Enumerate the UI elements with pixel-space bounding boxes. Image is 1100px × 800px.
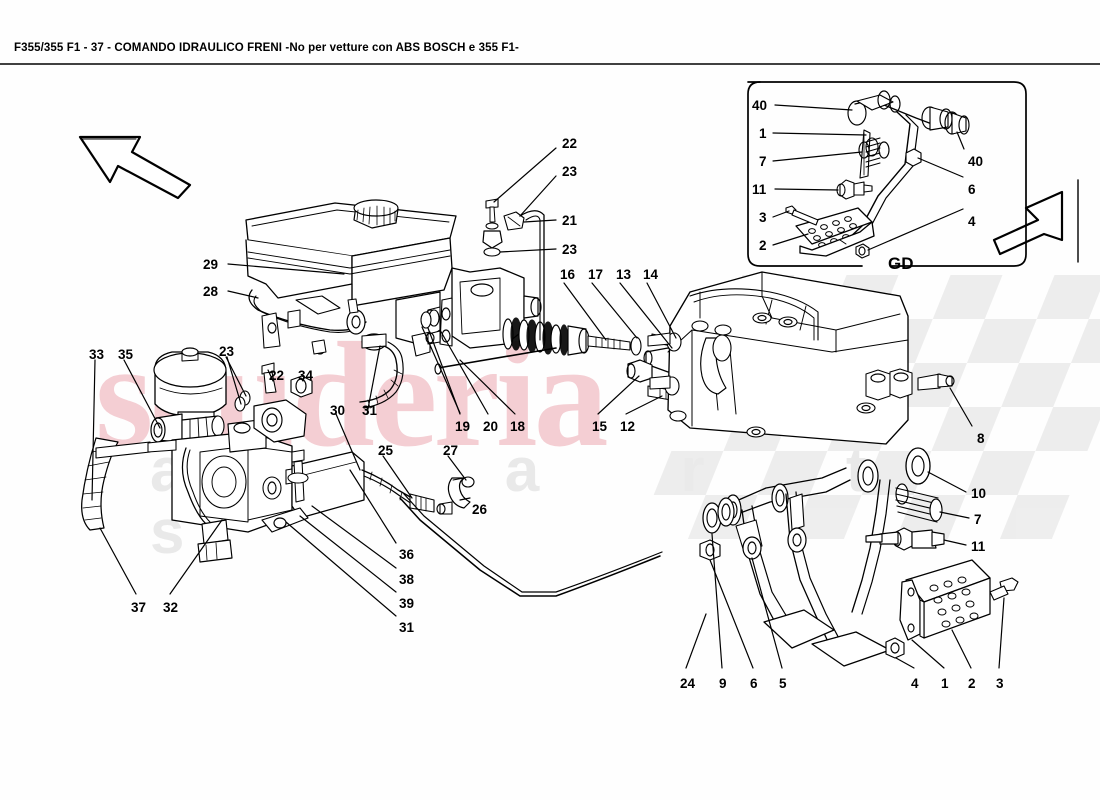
callout-number-6: 6 xyxy=(750,676,758,691)
callout-number-36: 36 xyxy=(399,547,415,562)
callout-number-29: 29 xyxy=(203,257,219,272)
callout-number-17: 17 xyxy=(588,267,604,282)
callout-number-3: 3 xyxy=(996,676,1004,691)
callout-number-8: 8 xyxy=(977,431,985,446)
callout-number-26: 26 xyxy=(472,502,488,517)
callout-number-21: 21 xyxy=(562,213,578,228)
callout-number-19: 19 xyxy=(455,419,471,434)
callout-number-7: 7 xyxy=(974,512,982,527)
callout-number-37: 37 xyxy=(131,600,147,615)
callout-number-27: 27 xyxy=(443,443,459,458)
callout-number-40: 40 xyxy=(968,154,984,169)
reservoir-hose-loop xyxy=(248,289,367,355)
lower-brake-pipe xyxy=(359,333,404,409)
callout-number-13: 13 xyxy=(616,267,632,282)
brake-fluid-reservoir xyxy=(245,199,457,357)
callout-number-3: 3 xyxy=(759,210,767,225)
page-title: F355/355 F1 - 37 - COMANDO IDRAULICO FRE… xyxy=(14,42,519,54)
callout-number-34: 34 xyxy=(298,368,314,383)
callout-number-22: 22 xyxy=(562,136,578,151)
callout-number-23: 23 xyxy=(562,164,578,179)
callout-number-12: 12 xyxy=(620,419,636,434)
inset-leader-lines xyxy=(772,104,965,251)
diagram-title-bar: F355/355 F1 - 37 - COMANDO IDRAULICO FRE… xyxy=(0,40,1100,62)
pedal-assembly xyxy=(699,447,1019,667)
callout-number-22: 22 xyxy=(269,368,285,383)
callout-number-6: 6 xyxy=(968,182,976,197)
callout-number-10: 10 xyxy=(971,486,987,501)
callout-number-28: 28 xyxy=(203,284,219,299)
callout-number-15: 15 xyxy=(592,419,608,434)
callout-number-20: 20 xyxy=(483,419,499,434)
callout-number-11: 11 xyxy=(971,539,986,554)
callout-number-23: 23 xyxy=(219,344,235,359)
callout-number-31: 31 xyxy=(399,620,415,635)
callout-number-18: 18 xyxy=(510,419,526,434)
callout-number-11: 11 xyxy=(752,182,767,197)
callout-number-30: 30 xyxy=(330,403,346,418)
callout-number-38: 38 xyxy=(399,572,415,587)
callout-number-16: 16 xyxy=(560,267,576,282)
inset-variant-code: GD xyxy=(888,254,914,273)
bleed-screw-assembly xyxy=(482,198,545,341)
arrow-right-icon xyxy=(992,190,1064,256)
callout-number-4: 4 xyxy=(968,214,976,229)
callout-number-2: 2 xyxy=(968,676,976,691)
callout-number-9: 9 xyxy=(719,676,727,691)
arrow-upper-left-icon xyxy=(78,135,192,200)
callout-number-25: 25 xyxy=(378,443,394,458)
callout-number-14: 14 xyxy=(643,267,659,282)
callout-number-24: 24 xyxy=(680,676,696,691)
long-brake-pipe-24 xyxy=(399,493,663,597)
abs-pump-group xyxy=(81,347,365,563)
callout-number-39: 39 xyxy=(399,596,415,611)
callout-number-33: 33 xyxy=(89,347,105,362)
callout-number-7: 7 xyxy=(759,154,767,169)
callout-number-5: 5 xyxy=(779,676,787,691)
callout-number-31: 31 xyxy=(362,403,378,418)
callout-leader-lines xyxy=(91,147,1005,669)
callout-number-32: 32 xyxy=(163,600,179,615)
pedal-box-housing xyxy=(647,271,955,445)
callout-number-4: 4 xyxy=(911,676,919,691)
callout-number-2: 2 xyxy=(759,238,767,253)
callout-number-1: 1 xyxy=(941,676,949,691)
clutch-hose-assembly xyxy=(361,469,475,515)
callout-number-35: 35 xyxy=(118,347,134,362)
inset-variant-box xyxy=(747,81,1027,267)
callout-number-40: 40 xyxy=(752,98,768,113)
inset-pedal-assembly xyxy=(785,90,970,259)
callout-number-1: 1 xyxy=(759,126,767,141)
callout-number-23: 23 xyxy=(562,242,578,257)
